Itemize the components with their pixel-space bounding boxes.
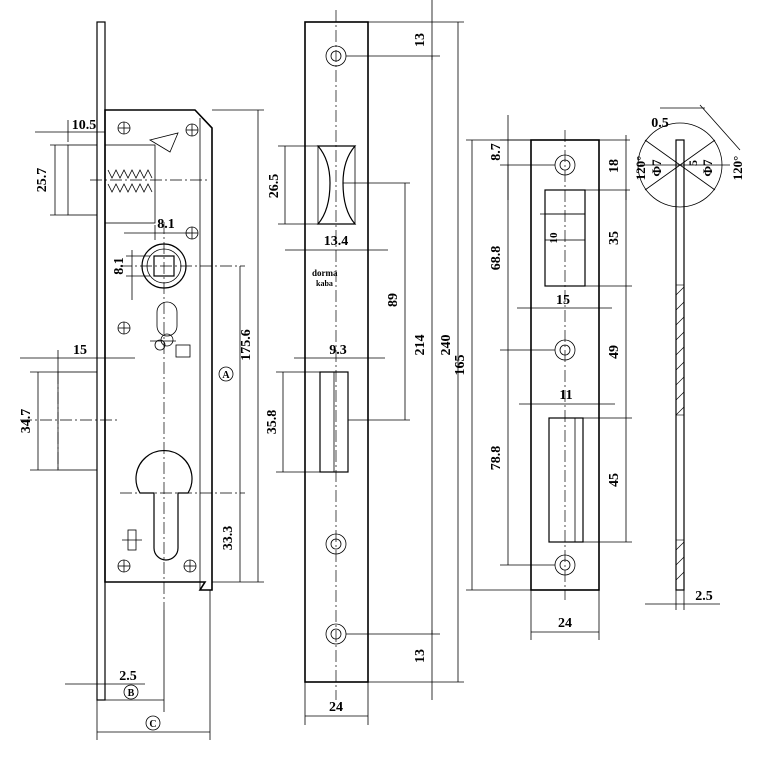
lock-faceplate-strip xyxy=(96,21,106,701)
dim-follower-w: 8.1 xyxy=(157,217,175,232)
hatch-lines xyxy=(675,286,685,416)
angle-left: 120° xyxy=(633,156,648,181)
screw-icon xyxy=(185,123,199,137)
dim-deadbolt-throw: 15 xyxy=(73,343,87,358)
dim-faceplate-top: 13 xyxy=(413,33,428,47)
latch-trigger xyxy=(148,132,179,153)
dim-screw-span: 214 xyxy=(413,335,428,356)
angle-right: 120° xyxy=(730,156,745,181)
dim-strike-total: 165 xyxy=(453,355,468,376)
dim-deadbolt-height: 34.7 xyxy=(19,409,34,434)
dim-bolt-slot-offset: 78.8 xyxy=(489,446,504,471)
dim-latch-to-bolt: 89 xyxy=(386,293,401,307)
marker-b: B xyxy=(128,688,135,699)
dim-bolt-slot-w: 11 xyxy=(559,388,572,403)
brand-line2: kaba xyxy=(316,279,333,288)
screw-hole-icon xyxy=(325,533,347,555)
screw-icon xyxy=(117,559,131,573)
dia-right: Φ7 xyxy=(700,159,715,177)
dim-thickness-top: 0.5 xyxy=(651,116,669,131)
dim-strike-width: 24 xyxy=(558,616,572,631)
dim-latch-slot: 68.8 xyxy=(489,246,504,271)
dim-cyl-to-bottom: 33.3 xyxy=(221,526,236,551)
faceplate-outline xyxy=(304,21,369,683)
dim-faceplate-bottom: 13 xyxy=(413,649,428,663)
dim-bolt-slot-h: 45 xyxy=(607,473,622,487)
side-profile-view: 0.5 120° 120° Φ7 Φ7 5 2.5 xyxy=(633,104,745,610)
lock-case-outline xyxy=(104,109,213,591)
dim-slot-height: 35 xyxy=(607,231,622,245)
dim-slot-depth: 10 xyxy=(548,232,560,244)
dim-profile-plate: 2.5 xyxy=(695,589,713,604)
latch-opening xyxy=(316,145,357,225)
lock-body-view: A 10.5 25.7 8.1 8.1 15 xyxy=(19,21,264,740)
strike-plate-view: 8.7 18 10 68.8 35 15 49 11 78.8 45 xyxy=(453,115,632,640)
dim-total: 240 xyxy=(439,335,454,356)
deadbolt xyxy=(57,371,98,471)
dim-slot-width: 15 xyxy=(556,293,570,308)
side-profile-plate xyxy=(675,139,685,591)
dim-middle: 49 xyxy=(607,345,622,359)
dim-plate-thickness: 2.5 xyxy=(119,669,137,684)
angle-arc xyxy=(637,122,723,166)
dim-strike-top-right: 18 xyxy=(607,159,622,173)
dia-left: Φ7 xyxy=(649,159,664,177)
dim-total-height: 175.6 xyxy=(239,329,254,361)
marker-a: A xyxy=(222,370,230,381)
dim-backset-top: 10.5 xyxy=(72,118,97,133)
dia-small: 5 xyxy=(686,160,700,166)
dim-deadbolt-width: 9.3 xyxy=(329,343,347,358)
dim-strike-top-offset: 8.7 xyxy=(489,143,504,161)
screw-icon xyxy=(117,321,131,335)
screw-icon xyxy=(117,121,131,135)
dim-latch-height: 25.7 xyxy=(35,168,50,193)
dim-faceplate-width: 24 xyxy=(329,700,343,715)
cylinder-cutout xyxy=(135,450,193,561)
dim-follower-h: 8.1 xyxy=(112,257,127,275)
marker-c: C xyxy=(149,719,156,730)
guide-slot xyxy=(156,301,178,337)
follower-square xyxy=(153,255,175,277)
bolt-slot xyxy=(548,417,584,543)
dim-deadbolt-opening: 35.8 xyxy=(265,410,280,435)
hatched-section xyxy=(675,284,685,416)
screw-icon xyxy=(183,559,197,573)
dim-latch-width: 13.4 xyxy=(324,234,349,249)
dim-latch-opening: 26.5 xyxy=(267,174,282,199)
brand-line1: dorma xyxy=(312,268,338,278)
faceplate-view: dorma kaba 13 26.5 13.4 9.3 35.8 89 214 xyxy=(265,0,464,725)
latch-spring xyxy=(107,169,153,179)
